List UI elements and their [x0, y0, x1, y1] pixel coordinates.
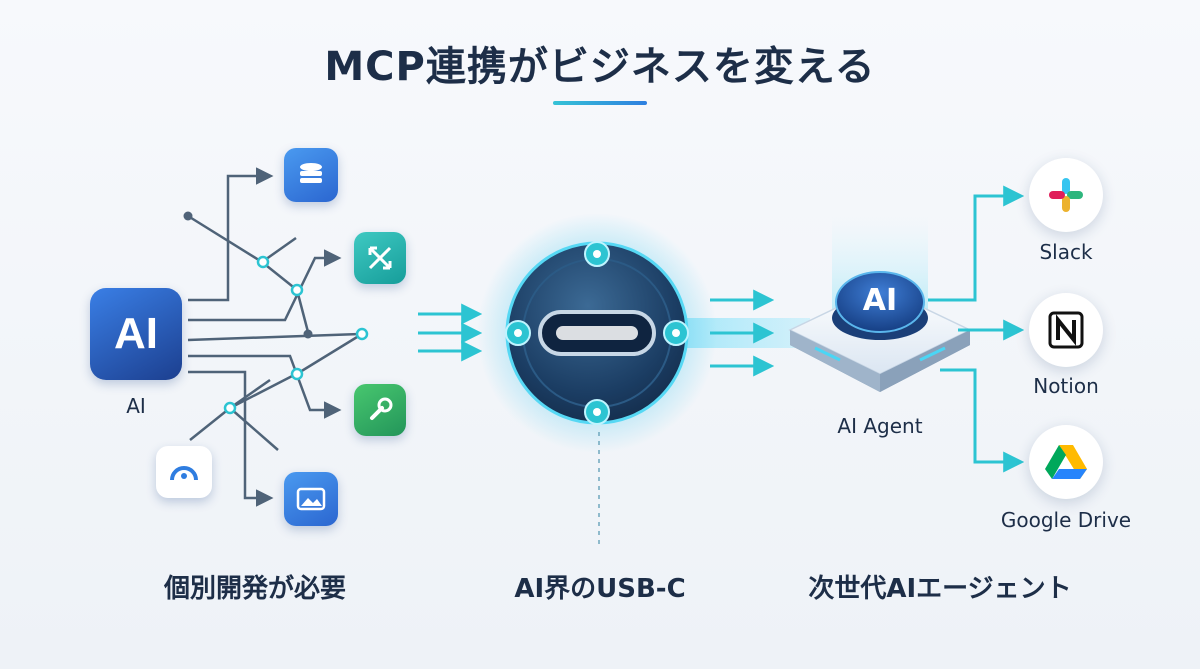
notion-node[interactable] [1029, 293, 1103, 367]
slack-node[interactable] [1029, 158, 1103, 232]
gauge-icon [170, 466, 198, 481]
google-drive-label: Google Drive [1000, 508, 1132, 532]
notion-icon [1048, 311, 1084, 349]
page-title: MCP連携がビジネスを変える [324, 44, 876, 90]
expand-arrows-icon [368, 246, 392, 270]
database-icon [300, 163, 322, 183]
wrench-icon [370, 397, 393, 420]
ai-agent-platform [788, 215, 972, 392]
left-caption: 個別開発が必要 [163, 574, 346, 604]
database-tile [284, 148, 338, 202]
google-drive-icon [1045, 445, 1087, 479]
tools-tile [354, 384, 406, 436]
ai-app-tile: AI [90, 288, 182, 380]
slack-label: Slack [1039, 240, 1093, 264]
google-drive-node[interactable] [1029, 425, 1103, 499]
output-arrows [710, 289, 775, 377]
tangled-connections [187, 167, 363, 507]
gauge-app-tile [156, 446, 212, 498]
center-caption: AI界のUSB-C [514, 574, 686, 604]
service-connections [928, 185, 1025, 473]
input-arrows [418, 303, 483, 362]
junction-dots [183, 211, 369, 415]
slack-icon [1049, 178, 1083, 212]
right-caption: 次世代AIエージェント [808, 574, 1072, 604]
agent-badge: AI [862, 283, 898, 318]
ai-app-badge: AI [114, 309, 158, 358]
teal-app-tile [354, 232, 406, 284]
image-app-tile [284, 472, 338, 526]
image-icon [296, 487, 326, 511]
notion-label: Notion [1033, 374, 1099, 398]
ai-app-label: AI [126, 394, 146, 418]
ai-agent-label: AI Agent [837, 414, 923, 438]
usb-c-hub [477, 213, 717, 453]
title-underline [553, 101, 647, 105]
